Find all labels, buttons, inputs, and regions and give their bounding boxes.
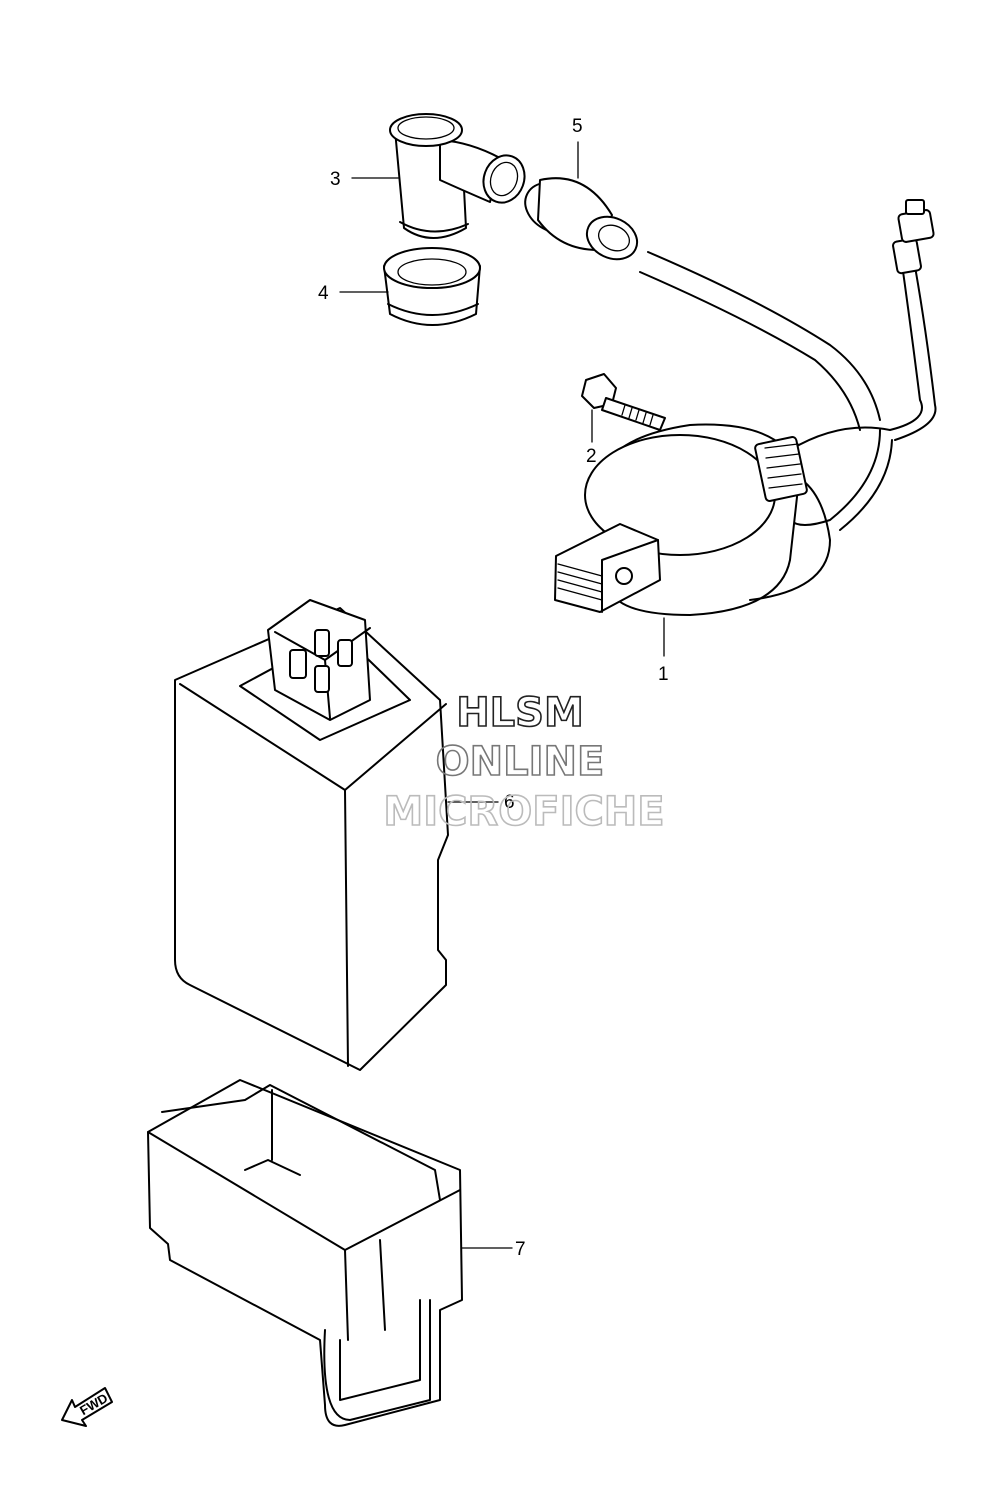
part-4-seal[interactable] bbox=[383, 247, 481, 326]
watermark-line-3: MICROFICHE bbox=[383, 789, 664, 835]
part-7-holder[interactable] bbox=[147, 1079, 463, 1427]
callout-5: 5 bbox=[572, 116, 583, 137]
watermark-line-1: HLSM bbox=[456, 690, 584, 736]
callout-7: 7 bbox=[515, 1239, 526, 1260]
leader-lines bbox=[339, 141, 665, 1249]
watermark-line-2: ONLINE bbox=[436, 739, 605, 785]
part-6-cdi-unit[interactable] bbox=[174, 599, 449, 1071]
part-5-boot[interactable] bbox=[517, 173, 644, 267]
callout-4: 4 bbox=[318, 283, 329, 304]
forward-arrow-icon: FWD bbox=[61, 1387, 113, 1427]
callout-6: 6 bbox=[504, 792, 515, 813]
callout-3: 3 bbox=[330, 169, 341, 190]
part-1-ignition-coil[interactable] bbox=[554, 199, 937, 616]
part-3-plug-cap[interactable] bbox=[389, 113, 531, 239]
callout-2: 2 bbox=[586, 446, 597, 467]
callout-1: 1 bbox=[658, 664, 669, 685]
part-2-bolt[interactable] bbox=[581, 373, 666, 431]
